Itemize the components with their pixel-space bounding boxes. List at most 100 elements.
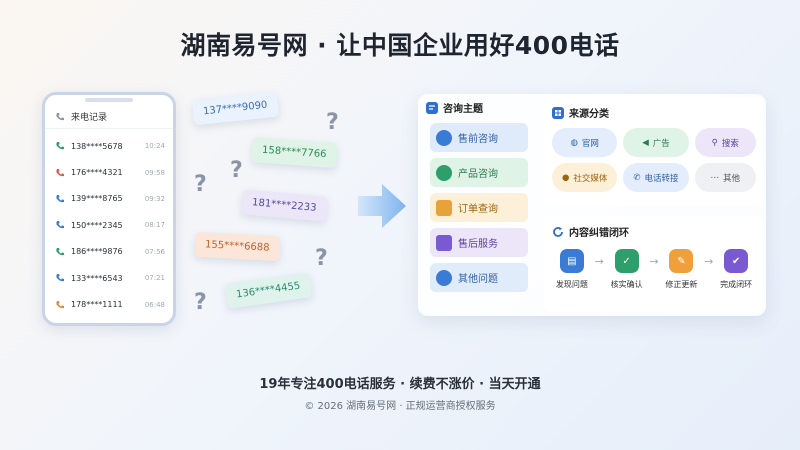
number-tag: 137****9090 <box>191 91 279 126</box>
step-verify: ✓ 核实确认 <box>607 249 647 290</box>
wrench-icon <box>436 234 452 251</box>
number-tag: 181****2233 <box>241 189 328 222</box>
question-mark-icon: ? <box>194 290 207 315</box>
sources-title: 来源分类 <box>569 109 609 120</box>
loop-title: 内容纠错闭环 <box>569 228 629 239</box>
page-title: 湖南易号网 · 让中国企业用好400电话 <box>180 31 620 60</box>
caller-number: 178****1111 <box>71 300 123 310</box>
search-icon: ⚲ <box>711 137 718 148</box>
step-discover: ▤ 发现问题 <box>552 249 592 290</box>
lightbulb-icon <box>436 129 452 146</box>
source-website[interactable]: ◍官网 <box>552 128 618 157</box>
caller-number: 186****9876 <box>71 247 123 257</box>
call-time: 08:17 <box>144 221 165 230</box>
call-row[interactable]: 133****6543 07:21 <box>45 265 173 291</box>
call-log-title: 来电记录 <box>71 113 108 123</box>
source-social[interactable]: ●社交媒体 <box>552 163 618 192</box>
caller-number: 138****5678 <box>71 141 123 151</box>
step-label: 发现问题 <box>555 280 588 289</box>
topic-label: 订单查询 <box>458 204 498 215</box>
arrow-right-icon: → <box>594 255 604 268</box>
panel-header: 内容纠错闭环 <box>552 224 756 239</box>
phone-icon <box>56 274 64 282</box>
check-icon: ✓ <box>614 249 639 273</box>
refresh-icon <box>553 226 563 237</box>
number-tag: 158****7766 <box>251 137 338 168</box>
source-label: 社交媒体 <box>573 173 608 184</box>
call-row[interactable]: 138****5678 10:24 <box>45 133 173 159</box>
step-label: 修正更新 <box>665 280 698 289</box>
call-row[interactable]: 139****8765 09:32 <box>45 186 173 212</box>
caller-number: 150****2345 <box>71 220 123 230</box>
topic-aftersale[interactable]: 售后服务 <box>430 228 528 257</box>
call-row[interactable]: 150****2345 08:17 <box>45 212 173 238</box>
phone-icon <box>56 142 64 150</box>
call-row[interactable]: 178****1111 06:48 <box>45 291 173 317</box>
source-label: 其他 <box>723 173 741 184</box>
globe-icon: ◍ <box>570 137 578 148</box>
source-search[interactable]: ⚲搜索 <box>694 128 756 157</box>
step-label: 完成闭环 <box>720 280 753 289</box>
call-time: 07:21 <box>144 274 165 283</box>
phone-notch <box>85 98 133 102</box>
panel-header: 来源分类 <box>552 105 756 120</box>
topic-presale[interactable]: 售前咨询 <box>430 123 528 152</box>
phone-icon: ✆ <box>633 172 641 183</box>
chat-icon <box>426 101 438 114</box>
caller-number: 133****6543 <box>71 273 123 283</box>
caller-number: 139****8765 <box>71 194 123 204</box>
step-fix: ✎修正更新 <box>662 249 702 290</box>
source-label: 广告 <box>652 138 670 149</box>
topic-label: 售前咨询 <box>458 134 498 145</box>
phone-icon <box>56 221 64 229</box>
call-time: 09:32 <box>144 194 165 203</box>
source-ads[interactable]: ◀广告 <box>623 128 689 157</box>
topic-product[interactable]: 产品咨询 <box>430 158 528 187</box>
topics-title: 咨询主题 <box>443 104 483 115</box>
topic-order[interactable]: 订单查询 <box>430 193 528 222</box>
phone-icon <box>56 168 64 176</box>
source-label: 官网 <box>581 138 599 149</box>
panel-header: 咨询主题 <box>426 100 536 115</box>
question-mark-icon: ? <box>326 110 339 135</box>
consult-topics-panel: 咨询主题 售前咨询 产品咨询 订单查询 售后服务 其他问题 <box>426 100 536 298</box>
topic-label: 售后服务 <box>458 239 498 250</box>
question-mark-icon: ? <box>230 158 243 183</box>
chat-bubble-icon: ● <box>561 172 570 183</box>
arrow-right-icon: → <box>649 255 659 268</box>
source-transfer[interactable]: ✆电话转接 <box>623 163 689 192</box>
call-time: 06:48 <box>144 300 165 309</box>
topic-label: 产品咨询 <box>458 169 498 180</box>
source-label: 电话转接 <box>644 173 679 184</box>
source-other[interactable]: ⋯其他 <box>694 163 756 192</box>
question-mark-icon: ? <box>194 172 207 197</box>
star-icon <box>436 269 452 286</box>
source-category-panel: 来源分类 ◍官网 ◀广告 ⚲搜索 ●社交媒体 ✆电话转接 ⋯其他 <box>544 97 764 205</box>
topic-other[interactable]: 其他问题 <box>430 263 528 292</box>
check-circle-icon: ✔ <box>724 249 749 273</box>
step-label: 核实确认 <box>610 280 643 289</box>
copyright: © 2026 湖南易号网 · 正规运营商授权服务 <box>304 401 496 412</box>
arrow-right-icon <box>358 184 406 228</box>
question-mark-icon: ? <box>315 246 328 271</box>
arrow-right-icon: → <box>704 255 714 268</box>
tagline: 19年专注400电话服务 · 续费不涨价 · 当天开通 <box>259 377 541 392</box>
phone-icon <box>56 194 64 203</box>
chat-icon: ▤ <box>559 249 584 273</box>
more-icon: ⋯ <box>710 172 720 183</box>
phone-icon <box>56 247 64 255</box>
divider <box>45 128 173 129</box>
error-correction-loop-panel: 内容纠错闭环 ▤ 发现问题 → ✓ 核实确认 → ✎修正更新 → ✔ 完成闭环 <box>544 216 764 312</box>
megaphone-icon: ◀ <box>642 137 649 148</box>
loop-steps: ▤ 发现问题 → ✓ 核实确认 → ✎修正更新 → ✔ 完成闭环 <box>552 249 756 290</box>
call-time: 10:24 <box>144 142 165 151</box>
phone-icon <box>56 112 64 120</box>
source-label: 搜索 <box>721 138 739 149</box>
call-log-header: 来电记录 <box>55 110 107 123</box>
user-icon <box>436 164 452 181</box>
number-tag: 136****4455 <box>224 272 312 309</box>
